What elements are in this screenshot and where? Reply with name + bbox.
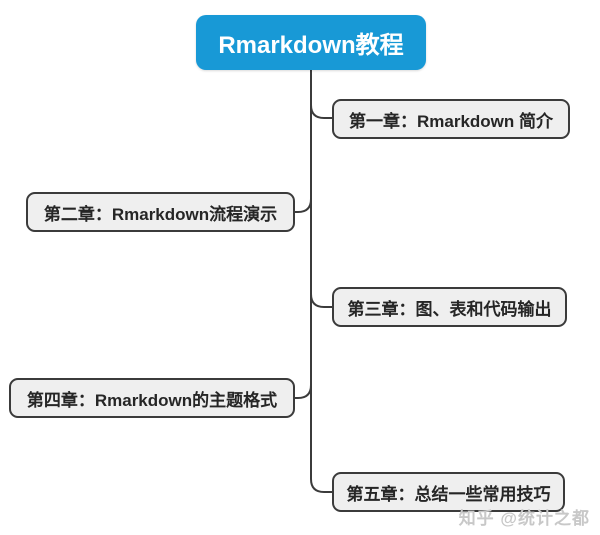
- node-chapter-4[interactable]: 第四章：Rmarkdown的主题格式: [9, 378, 295, 418]
- root-node-rmarkdown-tutorial[interactable]: Rmarkdown教程: [196, 15, 426, 70]
- zhihu-watermark: 知乎 @统计之都: [458, 509, 590, 528]
- node-chapter-2[interactable]: 第二章：Rmarkdown流程演示: [26, 192, 295, 232]
- connector-chapter4: [294, 384, 312, 399]
- connector-chapter3: [310, 293, 333, 308]
- connector-chapter1: [310, 104, 333, 119]
- node-chapter-5[interactable]: 第五章：总结一些常用技巧: [332, 472, 565, 512]
- connector-chapter2: [294, 198, 312, 213]
- connector-spine-to-chapter5: [310, 69, 333, 493]
- node-chapter-1[interactable]: 第一章：Rmarkdown 简介: [332, 99, 570, 139]
- node-chapter-3[interactable]: 第三章：图、表和代码输出: [332, 287, 567, 327]
